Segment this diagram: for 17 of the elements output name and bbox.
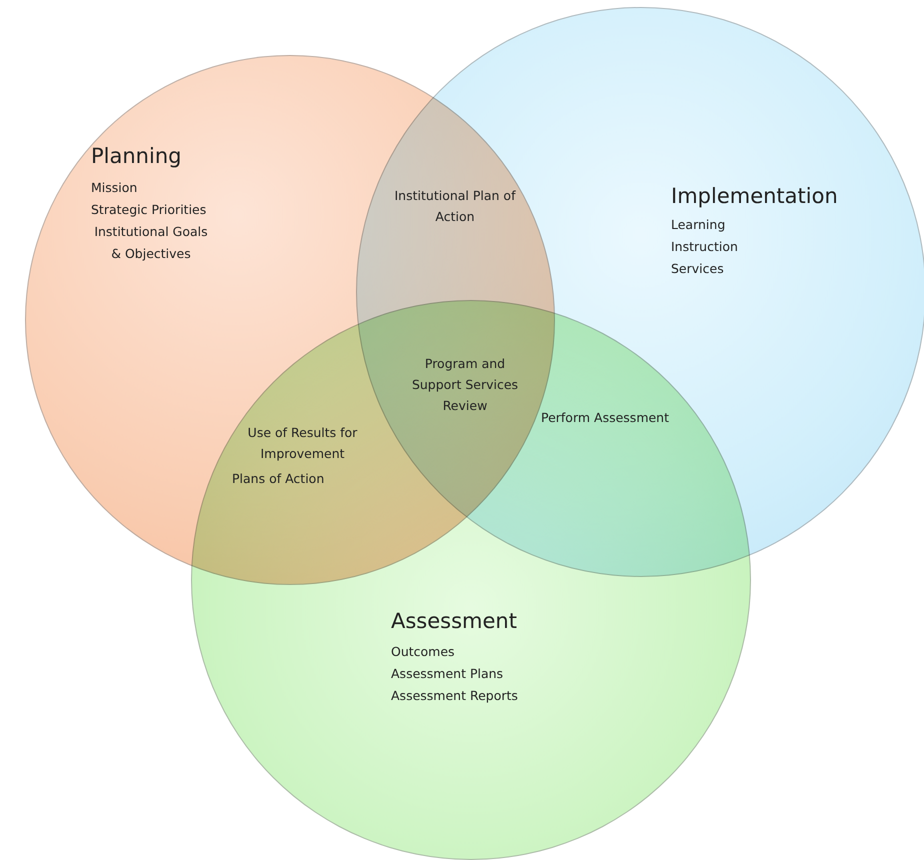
overlap-label: Institutional Plan of Action	[394, 187, 517, 226]
list-item: Assessment Plans	[391, 665, 504, 683]
overlap-label: Perform Assessment	[540, 409, 670, 427]
circle-heading: Assessment	[391, 608, 517, 634]
list-item: Instruction	[671, 238, 739, 256]
list-item: Learning	[671, 216, 726, 234]
list-item: Services	[671, 260, 725, 278]
overlap-label: Plans of Action	[232, 470, 326, 488]
circle-heading: Implementation	[671, 183, 838, 209]
overlap-label: Use of Results for Improvement	[246, 424, 358, 463]
list-item: Institutional Goals & Objectives	[93, 223, 209, 263]
list-item: Assessment Reports	[391, 687, 519, 705]
overlap-label: Program and Support Services Review	[410, 355, 520, 415]
list-item: Outcomes	[391, 643, 456, 661]
list-item: Mission	[91, 179, 138, 197]
circle-heading: Planning	[91, 143, 182, 169]
list-item: Strategic Priorities	[91, 201, 208, 219]
